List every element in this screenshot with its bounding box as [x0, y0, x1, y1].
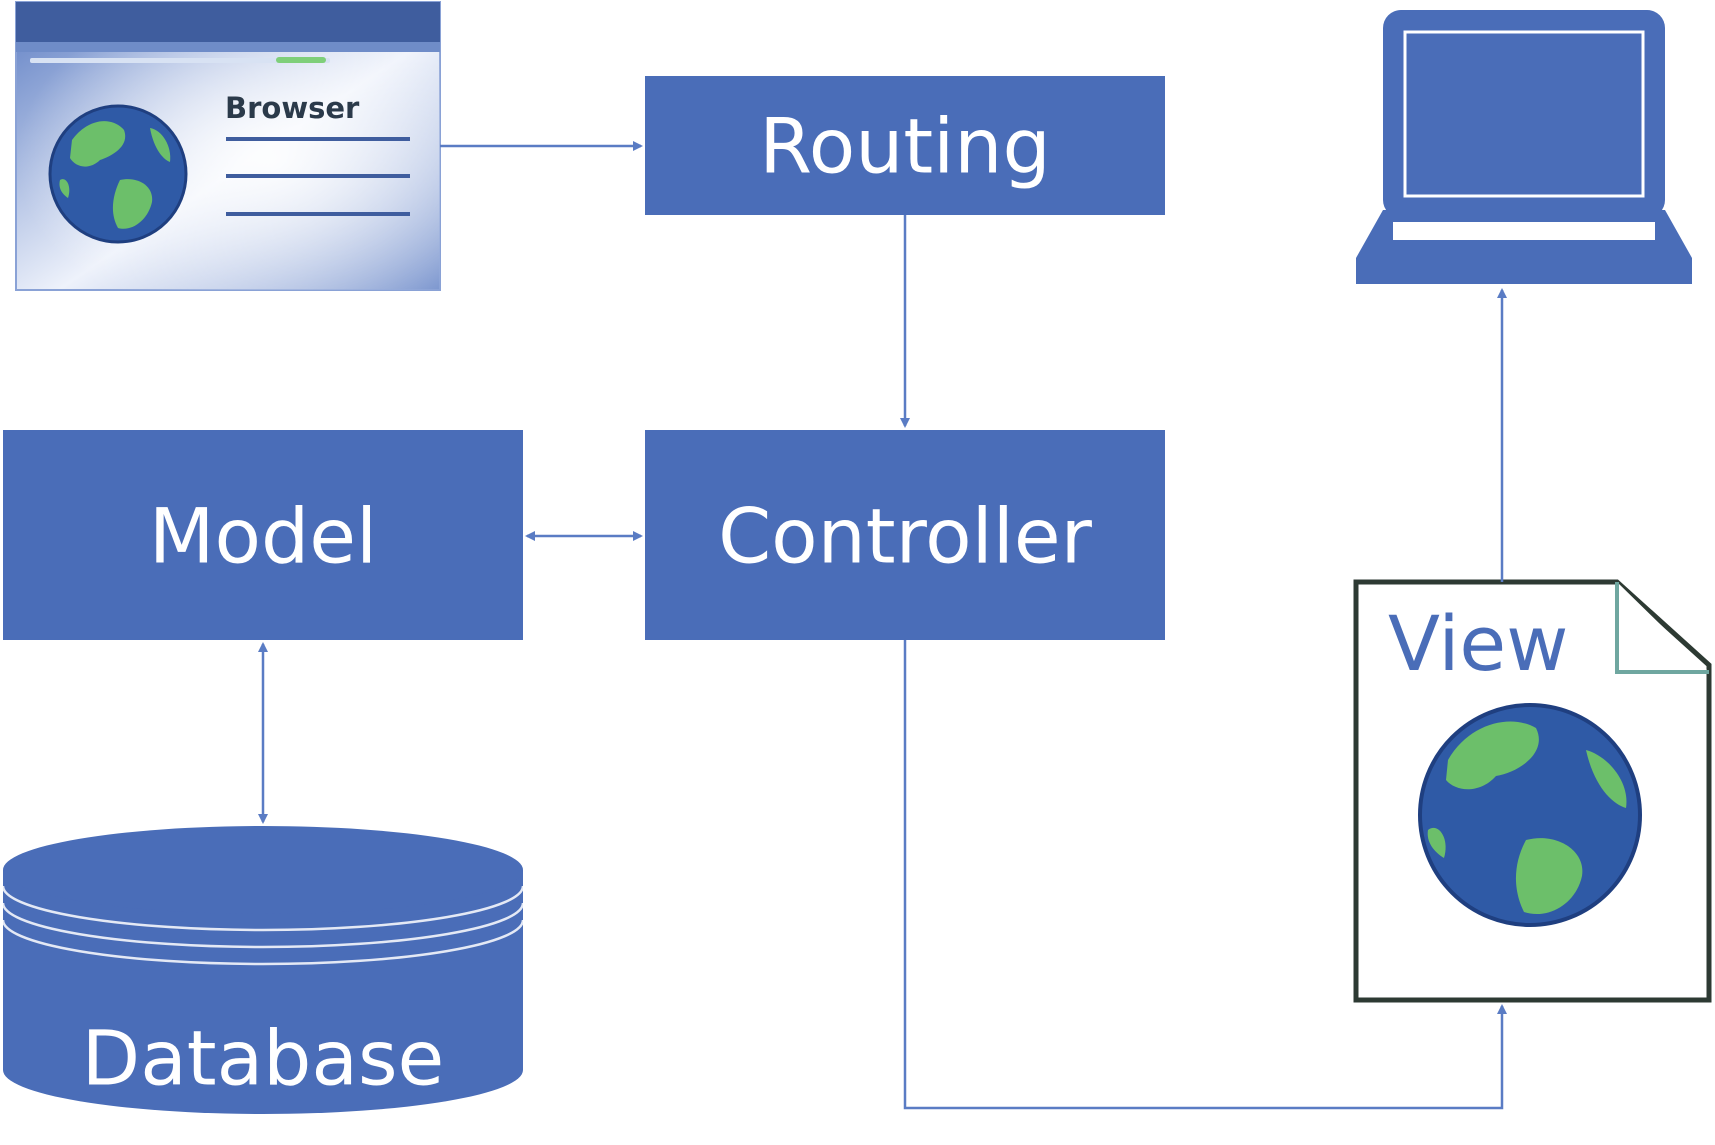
- document-icon: View: [1353, 579, 1712, 1003]
- globe-icon: [1418, 703, 1642, 927]
- browser-window-icon: Browser: [15, 1, 441, 291]
- routing-node: Routing: [645, 76, 1165, 215]
- browser-text-line: [226, 212, 410, 216]
- controller-label: Controller: [718, 492, 1093, 581]
- browser-text-line: [226, 137, 410, 141]
- globe-icon: [48, 104, 188, 244]
- model-node: Model: [3, 430, 523, 640]
- controller-node: Controller: [645, 430, 1165, 640]
- controller-to-view-arrow: [903, 640, 1507, 1110]
- database-label: Database: [82, 1014, 445, 1103]
- routing-label: Routing: [759, 102, 1050, 191]
- browser-text-line: [226, 174, 410, 178]
- browser-label: Browser: [225, 91, 360, 125]
- view-label: View: [1388, 599, 1568, 688]
- model-label: Model: [149, 492, 377, 581]
- database-cylinder-icon: Database: [1, 826, 525, 1114]
- laptop-icon: [1356, 10, 1692, 284]
